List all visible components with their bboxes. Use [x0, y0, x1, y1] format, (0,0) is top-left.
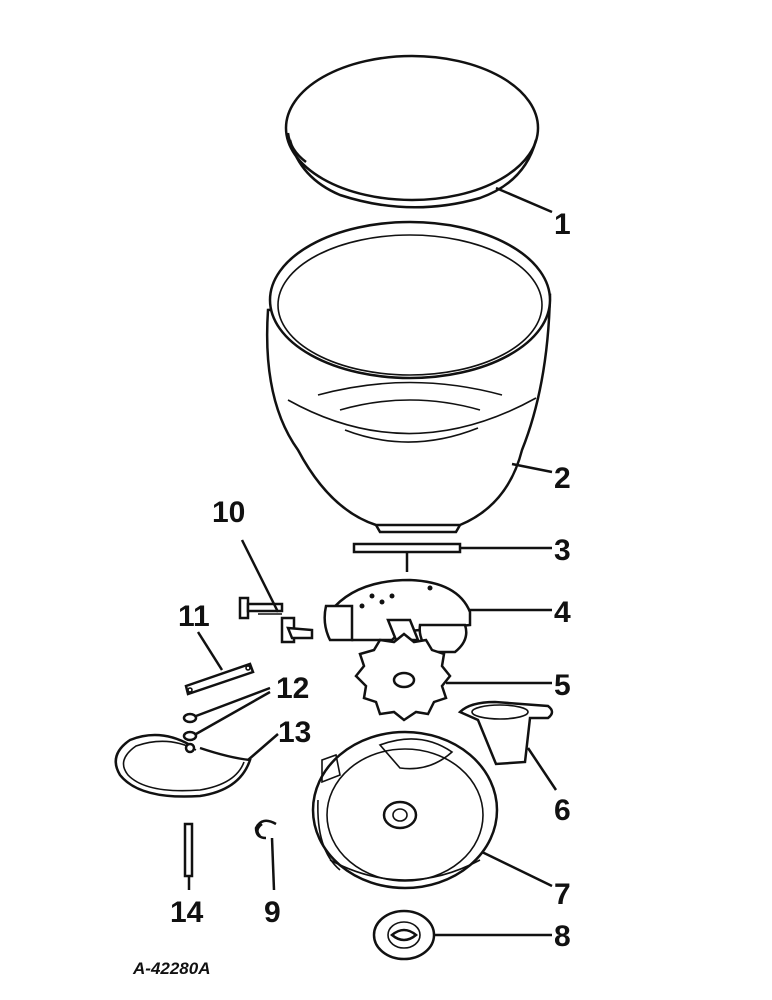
- leader-line-12a: [195, 686, 271, 718]
- seed-plate-icon: [354, 632, 452, 722]
- housing-cover-icon: [323, 578, 472, 654]
- link-bar-icon: [184, 662, 255, 696]
- leader-line-13: [247, 733, 279, 761]
- pin-icon: [183, 822, 194, 878]
- callout-4: 4: [554, 596, 571, 629]
- knockout-lever-icon: [238, 596, 314, 644]
- callout-1: 1: [554, 208, 571, 241]
- callout-8: 8: [554, 920, 571, 953]
- callout-11: 11: [178, 600, 210, 633]
- washer-icon: [182, 712, 198, 742]
- seed-tube-icon: [457, 700, 554, 766]
- callout-14: 14: [170, 896, 204, 929]
- hopper-lid-icon: [284, 54, 540, 209]
- callouts: 1 2 3 4 5 6 7 8 9 10 11 12 13 14: [170, 208, 571, 953]
- callout-9: 9: [264, 896, 281, 929]
- callout-2: 2: [554, 462, 571, 495]
- leader-line-7: [481, 850, 553, 888]
- figure-id: A-42280A: [132, 959, 211, 978]
- bearing-icon: [372, 909, 436, 961]
- leader-line-9: [270, 837, 276, 891]
- shaft-icon: [352, 542, 462, 572]
- callout-12: 12: [276, 672, 309, 705]
- callout-3: 3: [554, 534, 571, 567]
- callout-7: 7: [554, 878, 571, 911]
- clip-icon: [254, 819, 277, 840]
- callout-13: 13: [278, 716, 311, 749]
- callout-10: 10: [212, 496, 245, 529]
- leader-line-12b: [195, 690, 271, 736]
- leader-line-2: [511, 462, 553, 474]
- leader-line-6: [526, 747, 558, 791]
- callout-5: 5: [554, 669, 571, 702]
- spring-icon: [114, 733, 252, 798]
- leader-line-11: [196, 631, 224, 671]
- hopper-bottom-icon: [311, 730, 499, 890]
- leader-line-10: [240, 539, 280, 613]
- callout-6: 6: [554, 794, 571, 827]
- leader-lines: [187, 186, 558, 937]
- leader-line-1: [495, 186, 553, 214]
- hopper-bowl-icon: [265, 220, 552, 534]
